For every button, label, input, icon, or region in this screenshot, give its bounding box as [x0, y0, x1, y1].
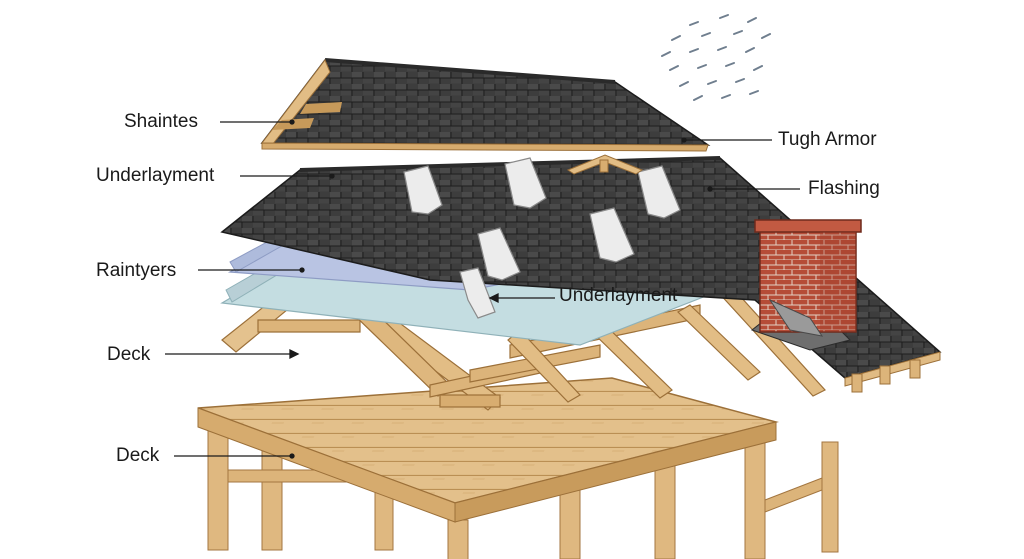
chimney: [750, 219, 862, 351]
label-underlayment-mid: Underlayment: [559, 285, 678, 306]
label-shaintes: Shaintes: [124, 111, 198, 132]
top-shingle-layer: [260, 58, 711, 152]
label-flashing: Flashing: [808, 178, 880, 199]
vent-5: [589, 207, 635, 263]
leader-dot-deck-lower: [289, 453, 295, 459]
deck-platform: [197, 377, 839, 559]
label-tugh-armor: Tugh Armor: [778, 129, 877, 150]
leader-dot-flashing: [707, 186, 713, 192]
leader-dot-raintyers: [299, 267, 305, 273]
vent-1: [403, 165, 443, 215]
label-deck-upper: Deck: [107, 344, 151, 365]
leader-lines: [165, 119, 800, 459]
nails-icon: [661, 14, 771, 101]
vent-3: [637, 165, 681, 219]
leader-dot-tugh-armor: [681, 137, 687, 143]
vent-2: [504, 157, 547, 209]
ridge-vents: [403, 157, 681, 319]
label-raintyers: Raintyers: [96, 260, 177, 281]
dormer-frame: [566, 154, 644, 175]
label-underlayment-top: Underlayment: [96, 165, 215, 186]
label-deck-lower: Deck: [116, 445, 160, 466]
flashing-piece: [459, 267, 496, 319]
leader-dot-shaintes: [289, 119, 295, 125]
arrowhead-underlayment-mid: [488, 292, 499, 304]
leader-dot-underlayment: [329, 173, 335, 179]
arrowhead-deck-upper: [289, 348, 300, 360]
vent-4: [477, 227, 521, 281]
